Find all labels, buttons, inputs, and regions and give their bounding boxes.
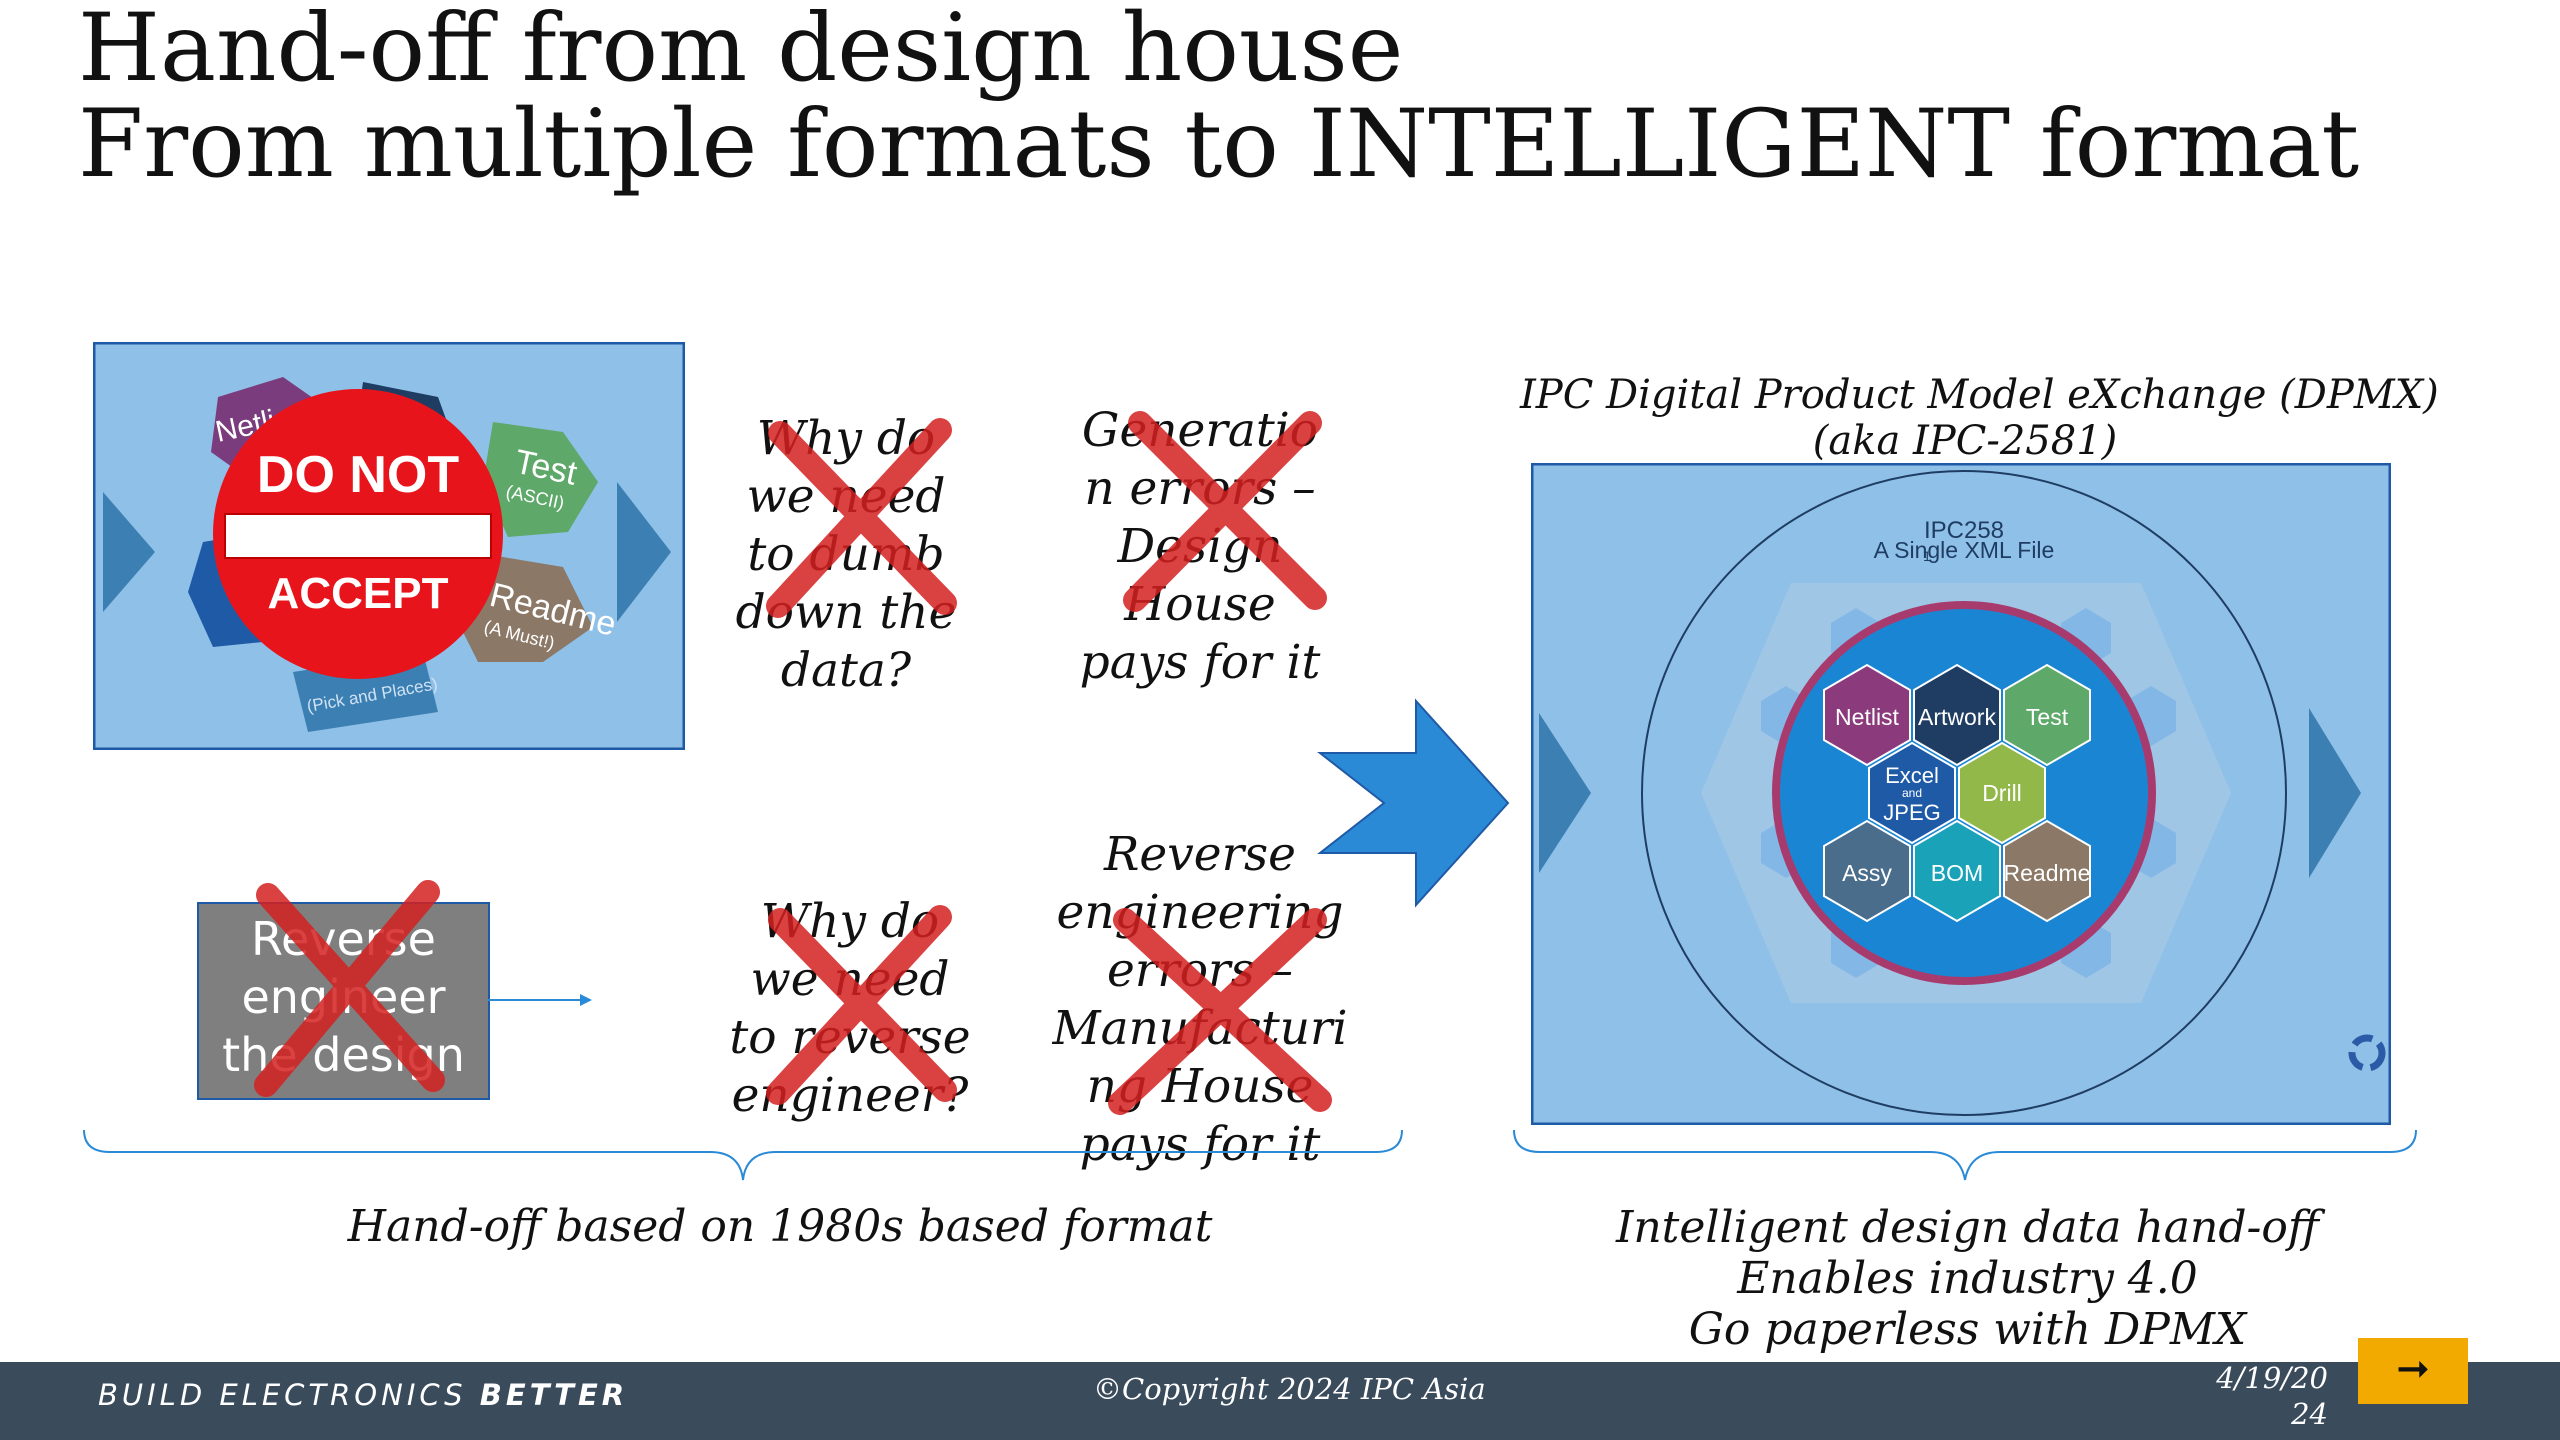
test-tile <box>483 422 598 537</box>
footer-date: 4/19/20 24 <box>2216 1361 2328 1431</box>
cell-label-bom: BOM <box>1931 860 1983 886</box>
right-arrow-icon: ➞ <box>2396 1346 2430 1392</box>
cell-label-artwork: Artwork <box>1918 704 1996 730</box>
left-chevron-icon <box>103 492 155 612</box>
bom-cell <box>1913 819 2001 923</box>
dpmx-graphic: Netlist Artwork Test Excel and JPEG Dril… <box>1531 463 2391 1125</box>
cell-label-netlist: Netlist <box>1835 704 1900 730</box>
cell-label-excel: Excel <box>1885 763 1939 788</box>
left-brace <box>83 1129 1403 1181</box>
slide-title-line2: From multiple formats to INTELLIGENT for… <box>78 90 2360 199</box>
ipc2581-label: IPC258 <box>1924 517 2004 544</box>
caption-legacy-format: Hand-off based on 1980s based format <box>347 1201 1213 1252</box>
legacy-formats-graphic: Netlist Test (ASCII) Readme (A Must!) (P… <box>93 342 685 750</box>
right-chevron-icon <box>2309 708 2361 878</box>
netlist-cell <box>1823 663 1911 767</box>
sign-text-do-not: DO NOT <box>257 446 459 504</box>
footer-copyright: ©Copyright 2024 IPC Asia <box>1093 1372 1486 1406</box>
assy-cell <box>1823 819 1911 923</box>
left-chevron-icon <box>1539 713 1591 873</box>
ipc2581-label-suffix: 1 <box>1923 548 1931 564</box>
cell-label-and: and <box>1902 786 1922 800</box>
excel-jpeg-cell <box>1868 741 1956 845</box>
cell-label-drill: Drill <box>1982 780 2022 806</box>
red-cross-icon <box>1108 908 1332 1115</box>
artwork-cell <box>1913 663 2001 767</box>
cell-label-readme: Readme <box>2004 860 2091 886</box>
cell-label-assy: Assy <box>1842 860 1892 886</box>
slide-title-line1: Hand-off from design house <box>78 0 1404 103</box>
right-chevron-icon <box>617 482 671 622</box>
loading-ring-icon <box>2348 1034 2386 1072</box>
footer-bar <box>0 1362 2560 1440</box>
right-brace <box>1513 1129 2417 1181</box>
caption-dpmx-benefits: Intelligent design data hand-off Enables… <box>1615 1202 2320 1355</box>
cell-label-jpeg: JPEG <box>1883 800 1940 825</box>
next-slide-button[interactable]: ➞ <box>2358 1338 2468 1404</box>
readme-cell <box>2003 819 2091 923</box>
cell-label-test: Test <box>2026 704 2069 730</box>
reverse-connector-arrow <box>488 994 592 1006</box>
dpmx-heading: IPC Digital Product Model eXchange (DPMX… <box>1520 372 2439 464</box>
red-cross-icon <box>766 418 957 618</box>
footer-brand: BUILD ELECTRONICS BETTER <box>98 1378 629 1412</box>
red-cross-icon <box>766 905 957 1105</box>
sign-text-accept: ACCEPT <box>268 569 449 618</box>
red-cross-icon <box>254 880 445 1097</box>
single-xml-label: A Single XML File <box>1874 537 2055 563</box>
drill-cell <box>1958 741 2046 845</box>
transition-arrow-icon <box>1317 698 1510 908</box>
red-cross-icon <box>1123 411 1327 612</box>
test-cell <box>2003 663 2091 767</box>
